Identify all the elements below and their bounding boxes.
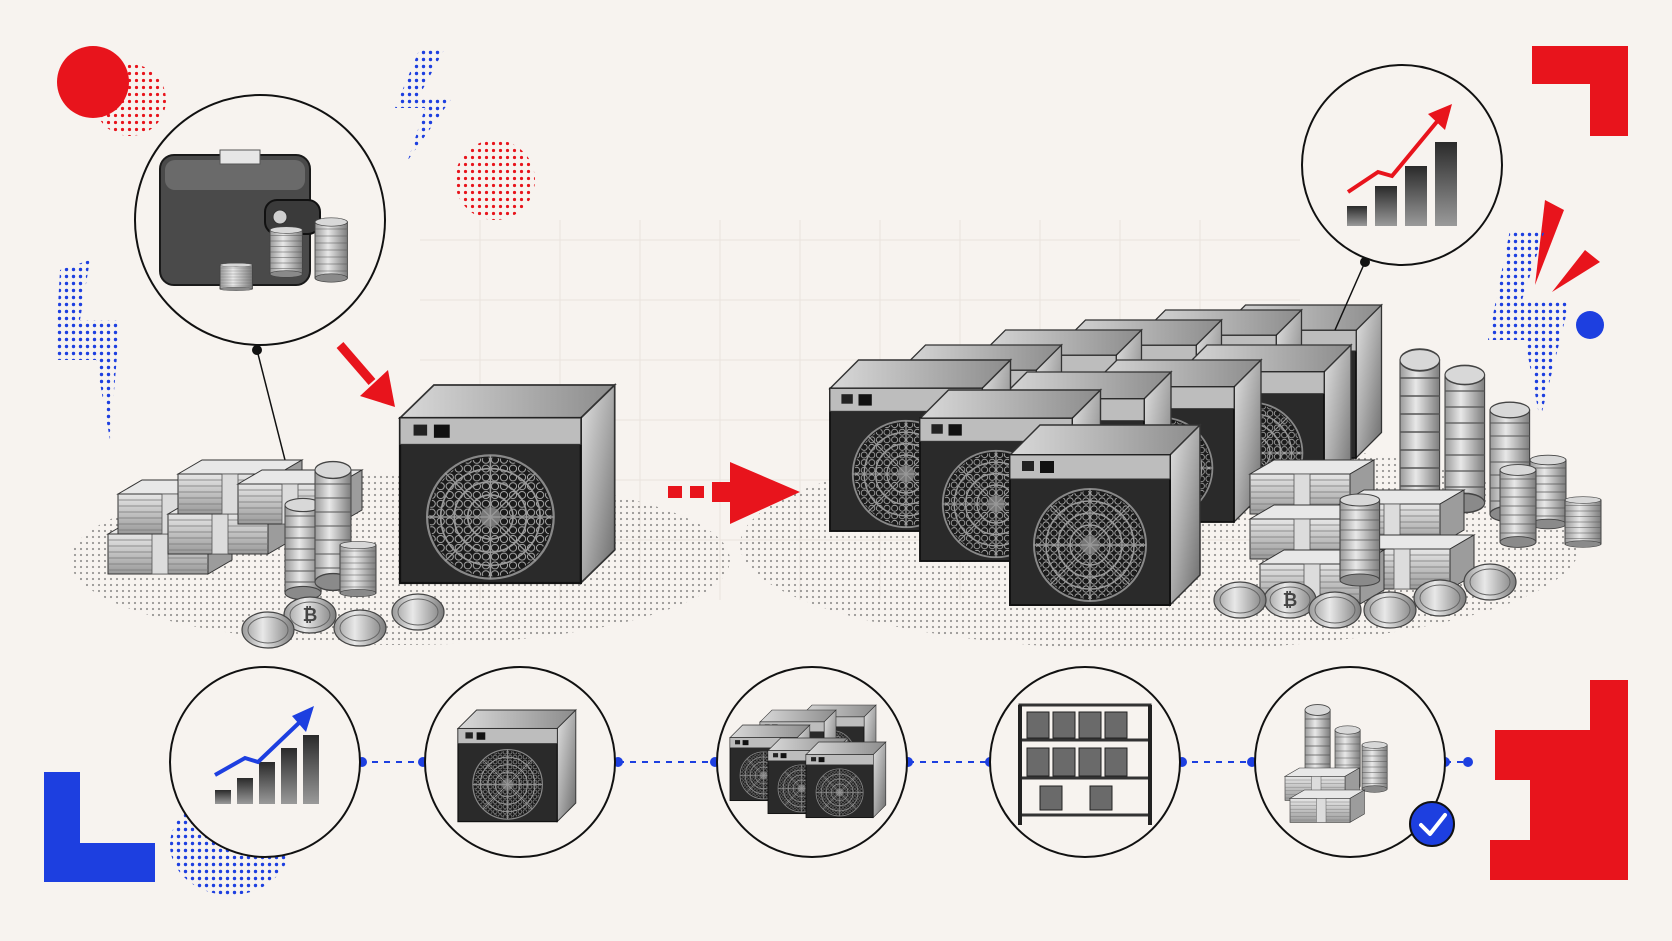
timeline-step-3: [716, 666, 908, 858]
starting-capital-pile: ₿: [107, 459, 445, 649]
timeline-step-4: [989, 666, 1181, 858]
timeline-step-2: [424, 666, 616, 858]
bitcoin-coin-icon: ₿: [283, 596, 337, 634]
blue-dot-decoration: [1576, 311, 1604, 339]
red-spark-decoration: [1535, 200, 1564, 285]
asic-miner-icon: [457, 709, 577, 823]
check-badge-icon: [1409, 801, 1455, 847]
growth-arrow: [668, 462, 800, 524]
svg-text:₿: ₿: [303, 605, 318, 625]
growth-chart-icon: [1346, 104, 1457, 226]
earnings-pile: ₿: [1213, 348, 1602, 629]
timeline-step-5: [1254, 666, 1455, 858]
red-halftone-decoration-2: [455, 140, 535, 220]
growth-callout: [1301, 64, 1503, 331]
red-arrow-to-miner: [336, 342, 395, 407]
red-corner-bracket-bottom: [1490, 680, 1628, 880]
blue-lightning-decoration-2: [55, 260, 120, 440]
red-spark-decoration-2: [1552, 250, 1600, 292]
blue-lightning-decoration: [395, 48, 452, 160]
timeline-step-1: [169, 666, 361, 858]
blue-lightning-decoration-3: [1488, 230, 1570, 420]
wallet-with-coins-icon: [159, 149, 348, 292]
blue-corner-bracket: [44, 772, 155, 882]
single-miner: [398, 383, 616, 585]
svg-text:₿: ₿: [1283, 590, 1298, 610]
growth-chart-icon: [214, 706, 319, 804]
red-halftone-decoration: [94, 64, 166, 136]
wallet-callout: [134, 94, 386, 461]
mining-rack-icon: [1018, 703, 1152, 825]
red-corner-bracket-top: [1532, 46, 1628, 136]
